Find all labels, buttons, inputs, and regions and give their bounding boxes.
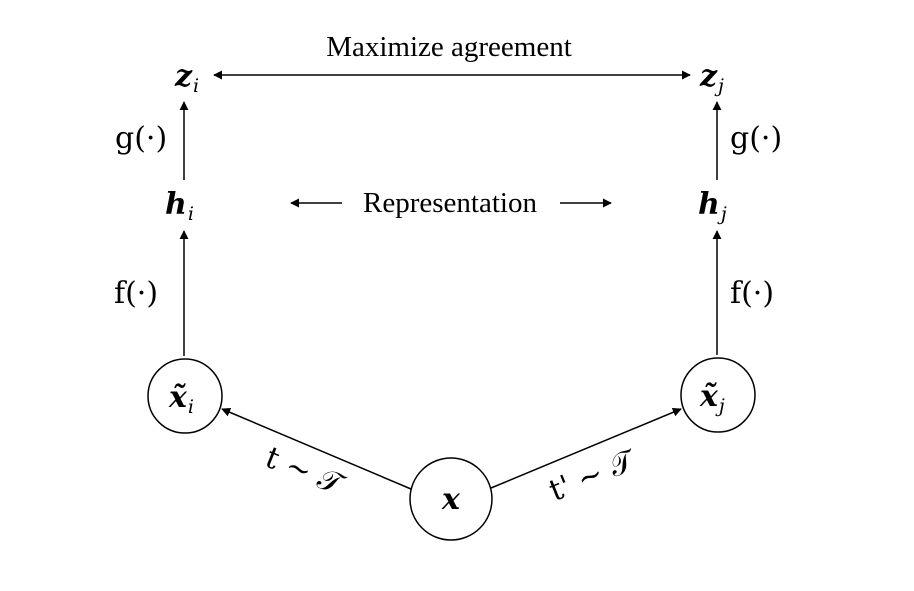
node-z-j-sub: j: [714, 75, 724, 97]
node-x: x: [441, 482, 461, 517]
node-xt-i: x̃i: [168, 380, 194, 418]
node-h-j-base: h: [698, 187, 720, 222]
t-left-arrow: [221, 408, 412, 490]
node-z-i-sub: i: [193, 75, 199, 97]
g-left-label: g(·): [115, 121, 167, 156]
f-left-label: f(·): [114, 276, 158, 311]
node-xt-i-circle: [147, 358, 223, 434]
node-x-circle: [409, 457, 493, 541]
node-h-i-sub: i: [188, 203, 194, 225]
node-xt-j-sub: j: [715, 395, 725, 417]
diagram-title: Maximize agreement: [326, 31, 572, 63]
representation-label: Representation: [363, 187, 537, 219]
node-xt-j-circle: [680, 357, 756, 433]
node-z-j: zj: [699, 59, 724, 97]
node-z-i: zi: [174, 59, 199, 97]
node-xt-j: x̃j: [699, 379, 725, 417]
t-right-arrow: [490, 407, 682, 489]
g-right-label: g(·): [730, 121, 782, 156]
t-right-label: t' ∼ 𝒯: [544, 442, 642, 509]
node-h-i: hi: [165, 187, 194, 225]
t-left-label: t ∼ 𝒯: [260, 440, 350, 504]
node-h-j: hj: [698, 187, 727, 225]
node-xt-i-sub: i: [188, 396, 194, 418]
node-xt-j-base: x̃: [699, 379, 719, 414]
node-z-j-base: z: [699, 59, 718, 94]
f-right-label: f(·): [730, 276, 774, 311]
node-xt-i-base: x̃: [168, 380, 188, 415]
node-h-j-sub: j: [717, 203, 727, 225]
node-h-i-base: h: [165, 187, 187, 222]
node-z-i-base: z: [174, 59, 193, 94]
